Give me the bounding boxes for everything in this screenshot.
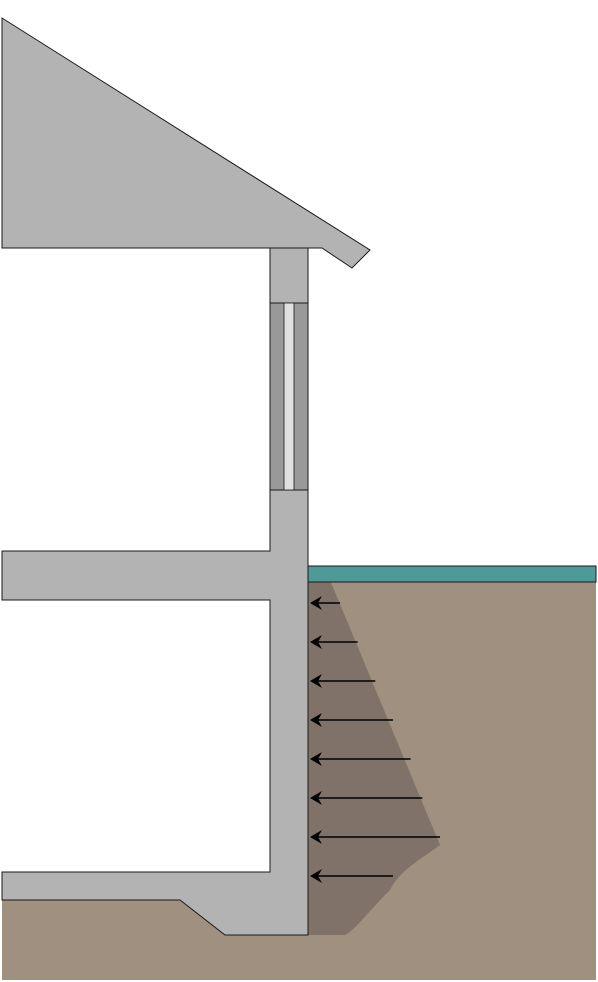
arrow-head (310, 596, 322, 610)
pressure-arrows (310, 596, 440, 883)
left-arrow-icon (310, 713, 393, 727)
soil-mass (2, 580, 596, 980)
left-arrow-icon (310, 830, 440, 844)
window (269, 302, 309, 491)
left-arrow-icon (310, 596, 340, 610)
ground-surface (307, 565, 597, 583)
building-structure (1, 247, 309, 936)
arrow-head (310, 674, 322, 688)
left-arrow-icon (310, 635, 358, 649)
left-arrow-icon (310, 674, 376, 688)
arrow-head (310, 830, 322, 844)
roof (1, 17, 371, 269)
arrow-head (310, 713, 322, 727)
arrow-head (310, 869, 322, 883)
left-arrow-icon (310, 791, 423, 805)
pressure-zone (308, 580, 440, 935)
arrow-head (310, 635, 322, 649)
arrow-head (310, 791, 322, 805)
window-glass (283, 302, 295, 491)
left-arrow-icon (310, 869, 393, 883)
left-arrow-icon (310, 752, 411, 766)
arrow-head (310, 752, 322, 766)
